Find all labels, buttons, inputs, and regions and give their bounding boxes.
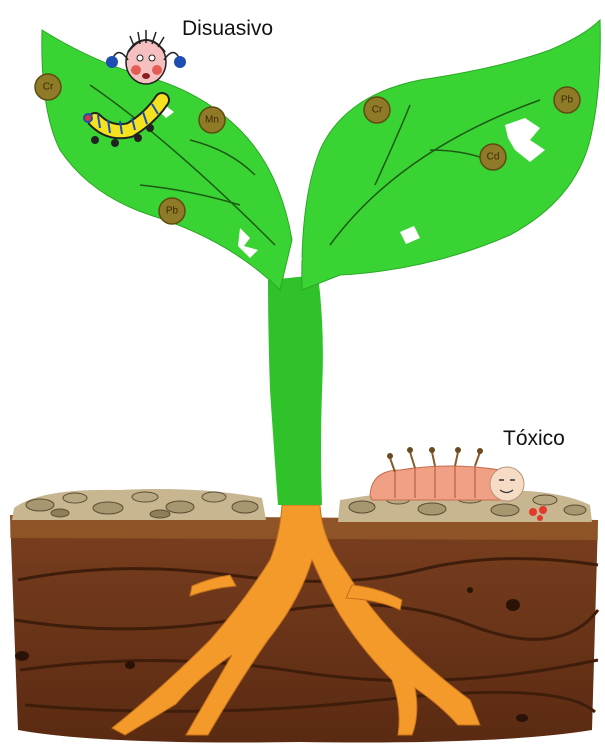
metal-badge-mn: Mn (199, 107, 225, 133)
right-leaf (294, 20, 600, 290)
svg-text:Cr: Cr (372, 105, 383, 116)
left-leaf (42, 30, 292, 290)
metal-badge-cr-right: Cr (364, 97, 390, 123)
svg-text:Pb: Pb (166, 206, 179, 217)
label-toxico: Tóxico (503, 427, 565, 451)
metal-badge-pb-left: Pb (159, 198, 185, 224)
pebble-layer-left (12, 489, 266, 520)
metal-badge-cd: Cd (480, 144, 506, 170)
label-disuasivo: Disuasivo (182, 17, 273, 41)
svg-text:Cr: Cr (43, 82, 54, 93)
svg-text:Mn: Mn (205, 115, 219, 126)
metal-badge-pb-right: Pb (554, 87, 580, 113)
svg-text:Cd: Cd (487, 152, 500, 163)
stem (268, 275, 323, 505)
svg-text:Pb: Pb (561, 95, 574, 106)
metal-badge-cr-left: Cr (35, 74, 61, 100)
